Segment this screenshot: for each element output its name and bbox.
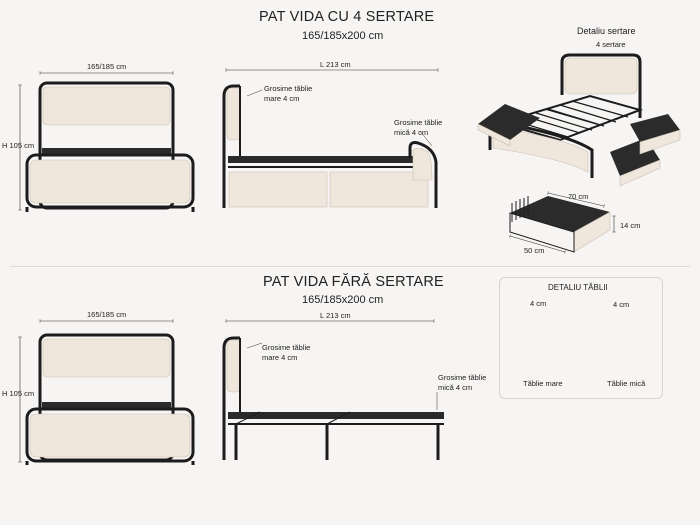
drawers-title: Detaliu sertare [577,26,636,36]
headboard-detail-panel [499,277,663,399]
front-view-with-drawers [18,71,195,212]
bottom-title: PAT VIDA FĂRĂ SERTARE [263,274,444,290]
panel-large-dim: 4 cm [530,299,547,308]
single-drawer [509,191,616,254]
drawer-depth-label: 50 cm [524,246,545,255]
bottom-side-length-label: L 213 cm [320,311,351,320]
panel-small-label: Tăblie mică [607,379,646,388]
panel-title: DETALIU TĂBLII [548,283,608,292]
top-title: PAT VIDA CU 4 SERTARE [259,9,435,25]
top-subtitle: 165/185x200 cm [302,30,384,42]
bottom-headboard-note: Grosime tăblie mare 4 cm [262,343,311,362]
top-side-length-label: L 213 cm [320,60,351,69]
top-front-width-label: 165/185 cm [87,62,127,71]
top-front-height-label: H 105 cm [2,141,35,150]
drawers-subtitle: 4 sertare [596,40,626,49]
drawer-width-label: 70 cm [568,192,589,201]
drawer-3d-view [477,53,681,187]
bottom-subtitle: 165/185x200 cm [302,294,384,306]
side-view-with-drawers [222,68,439,208]
section-divider [10,266,690,267]
drawer-height-label: 14 cm [620,221,641,230]
panel-large-label: Tăblie mare [523,379,563,388]
bottom-front-width-label: 165/185 cm [87,310,127,319]
bottom-front-height-label: H 105 cm [2,389,35,398]
side-view-without-drawers [222,319,444,460]
front-view-without-drawers [18,319,195,465]
top-footboard-note: Grosime tăblie mică 4 cm [394,118,443,137]
bottom-footboard-note: Grosime tăblie mică 4 cm [438,373,487,392]
panel-small-dim: 4 cm [613,300,630,309]
top-headboard-note: Grosime tăblie mare 4 cm [264,84,313,103]
